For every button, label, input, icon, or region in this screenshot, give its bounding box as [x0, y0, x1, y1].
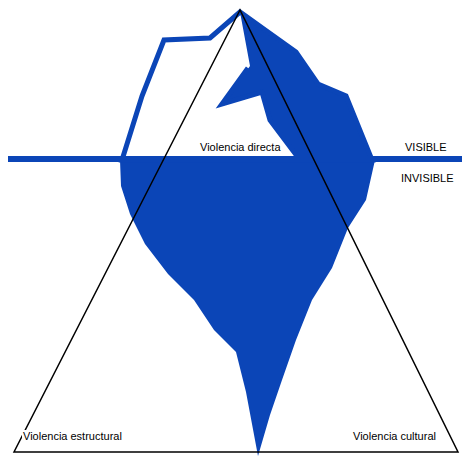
violence-type-label: Violencia directa — [199, 141, 282, 154]
zone-label: VISIBLE — [404, 141, 448, 154]
zone-label: INVISIBLE — [400, 172, 455, 185]
violence-type-label: Violencia cultural — [352, 430, 437, 443]
iceberg-outline — [122, 12, 372, 160]
submerged-iceberg — [120, 160, 375, 456]
iceberg-shaded-side — [222, 12, 372, 160]
waterline — [8, 156, 462, 162]
violence-triangle — [14, 10, 458, 452]
violence-type-label: Violencia estructural — [22, 430, 123, 443]
